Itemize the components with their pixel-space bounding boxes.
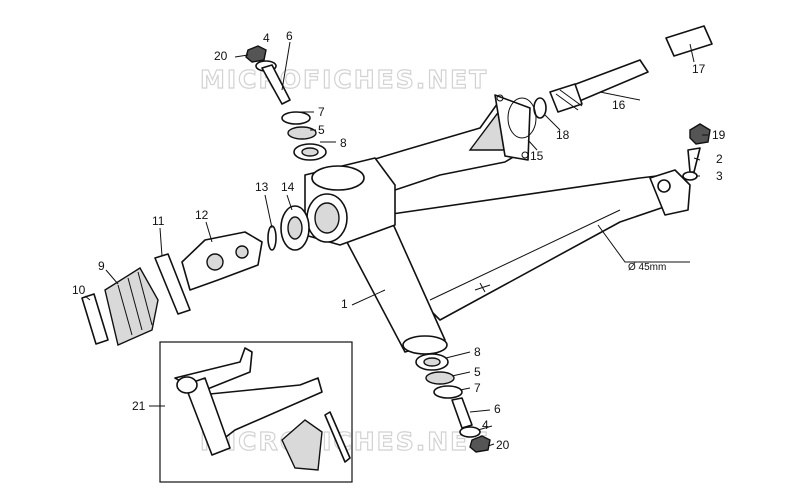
callout-19: 19 <box>712 128 726 142</box>
diameter-leader <box>597 224 690 263</box>
part-2-bolt <box>687 147 701 173</box>
inset-box-21 <box>159 341 353 483</box>
callout-10: 10 <box>72 283 86 297</box>
callout-2: 2 <box>716 152 723 166</box>
universal-joint-group <box>81 205 310 346</box>
part-5-ring-top <box>287 126 317 140</box>
callout-4-bottom: 4 <box>482 418 489 432</box>
callout-1: 1 <box>341 297 348 311</box>
callout-8-top: 8 <box>340 136 347 150</box>
inset-swing-arm-assembly <box>174 347 351 471</box>
callout-4-top: 4 <box>263 31 270 45</box>
callout-15: 15 <box>530 149 544 163</box>
part-20-nut-bottom <box>469 435 491 453</box>
callout-20-top: 20 <box>214 49 228 63</box>
callout-6-top: 6 <box>286 29 293 43</box>
lower-bearing-stack <box>415 353 491 453</box>
part-7-seal-top <box>281 111 311 125</box>
callout-18: 18 <box>556 128 570 142</box>
callout-14: 14 <box>281 180 295 194</box>
part-11-clamp <box>154 253 191 315</box>
callout-13: 13 <box>255 180 269 194</box>
callout-7-bottom: 7 <box>474 381 481 395</box>
callout-21: 21 <box>132 399 146 413</box>
part-19-cap <box>689 123 711 145</box>
upper-bearing-stack <box>245 45 327 161</box>
part-16-splines <box>549 83 583 113</box>
part-4-washer-bottom <box>459 426 481 438</box>
callout-labels: 1 2 3 4 4 5 5 6 6 7 7 8 8 9 10 11 12 13 … <box>72 29 726 452</box>
swing-arm <box>304 94 691 355</box>
part-6-pin-top <box>261 64 291 105</box>
callout-7-top: 7 <box>318 105 325 119</box>
diameter-label: Ø 45mm <box>628 262 666 273</box>
callout-3: 3 <box>716 169 723 183</box>
part-17-sleeve <box>665 25 713 57</box>
part-3-washer <box>682 171 698 181</box>
callout-6-bottom: 6 <box>494 402 501 416</box>
part-15-gasket <box>507 97 537 139</box>
part-6-pin-bottom <box>451 397 473 429</box>
callout-20-bottom: 20 <box>496 438 510 452</box>
part-13-circlip <box>267 225 277 251</box>
callout-11: 11 <box>152 214 165 228</box>
callout-17: 17 <box>692 62 706 76</box>
callout-leaders <box>84 41 708 447</box>
callout-5-bottom: 5 <box>474 365 481 379</box>
callout-5-top: 5 <box>318 123 325 137</box>
part-7-seal-bottom <box>433 385 463 399</box>
callout-12: 12 <box>195 208 209 222</box>
callout-16: 16 <box>612 98 626 112</box>
part-10-clip <box>81 293 109 345</box>
callout-8-bottom: 8 <box>474 345 481 359</box>
callout-9: 9 <box>98 259 105 273</box>
watermark-top: MICROFICHES.NET <box>200 65 488 94</box>
part-5-ring-bottom <box>425 371 455 385</box>
part-20-nut-top <box>245 45 267 63</box>
